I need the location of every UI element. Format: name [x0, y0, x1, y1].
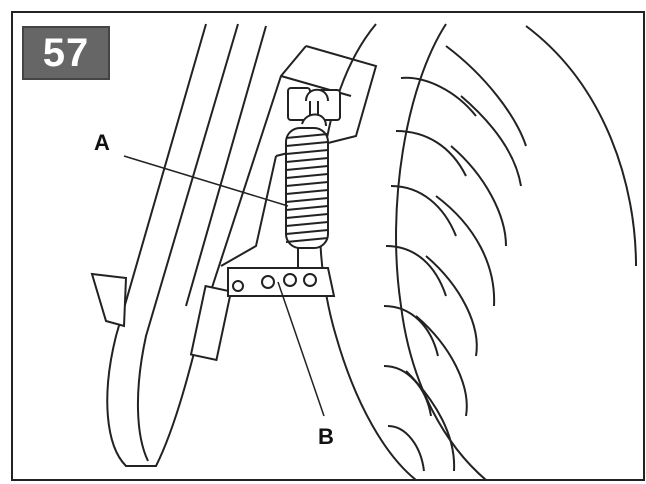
- step-number-badge: 57: [22, 26, 110, 80]
- illustration-frame: 57 A B: [6, 6, 645, 481]
- anchor-nut: [287, 87, 341, 121]
- spring: [285, 113, 329, 274]
- callout-a-label: A: [94, 130, 110, 155]
- bracket-tab: [90, 272, 233, 362]
- callout-b-label: B: [318, 424, 334, 449]
- leader-lines: [123, 155, 325, 417]
- adjustment-plate: [227, 267, 336, 297]
- step-number: 57: [42, 30, 90, 75]
- line-drawing: [11, 11, 645, 481]
